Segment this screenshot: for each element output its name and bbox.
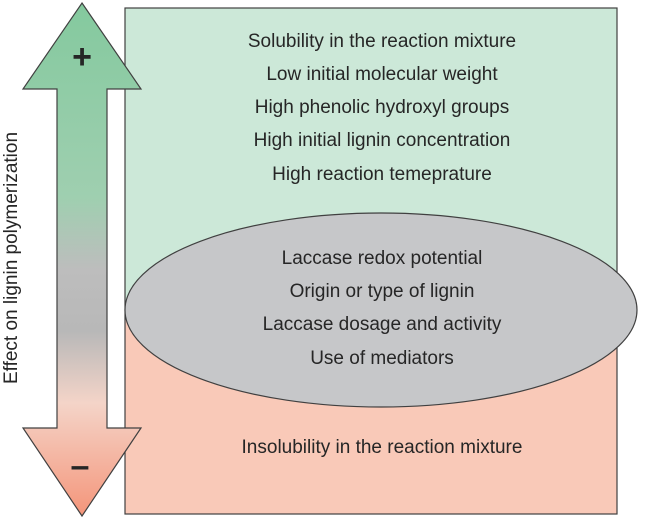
neutral-factor: Laccase redox potential (282, 248, 483, 269)
neutral-factor: Use of mediators (310, 348, 454, 369)
neutral-factor: Laccase dosage and activity (263, 314, 502, 335)
positive-factor: High initial lignin concentration (254, 130, 511, 151)
positive-factor: Solubility in the reaction mixture (248, 31, 516, 52)
neutral-factor: Origin or type of lignin (290, 281, 475, 302)
panel-border (124, 7, 618, 515)
positive-factor: Low initial molecular weight (266, 64, 498, 85)
negative-sign: – (71, 447, 90, 485)
positive-sign: + (72, 38, 92, 76)
positive-factor: High phenolic hydroxyl groups (255, 97, 510, 118)
negative-factor-list: Insolubility in the reaction mixture (242, 437, 523, 458)
neutral-factor-list: Laccase redox potential Origin or type o… (263, 248, 502, 369)
positive-factor: High reaction temeprature (272, 164, 492, 185)
axis-label: Effect on lignin polymerization (1, 132, 22, 384)
positive-factor-list: Solubility in the reaction mixture Low i… (248, 31, 516, 185)
neutral-factors-ellipse (124, 212, 638, 408)
effect-double-arrow (21, 1, 143, 518)
negative-factor: Insolubility in the reaction mixture (242, 437, 523, 458)
